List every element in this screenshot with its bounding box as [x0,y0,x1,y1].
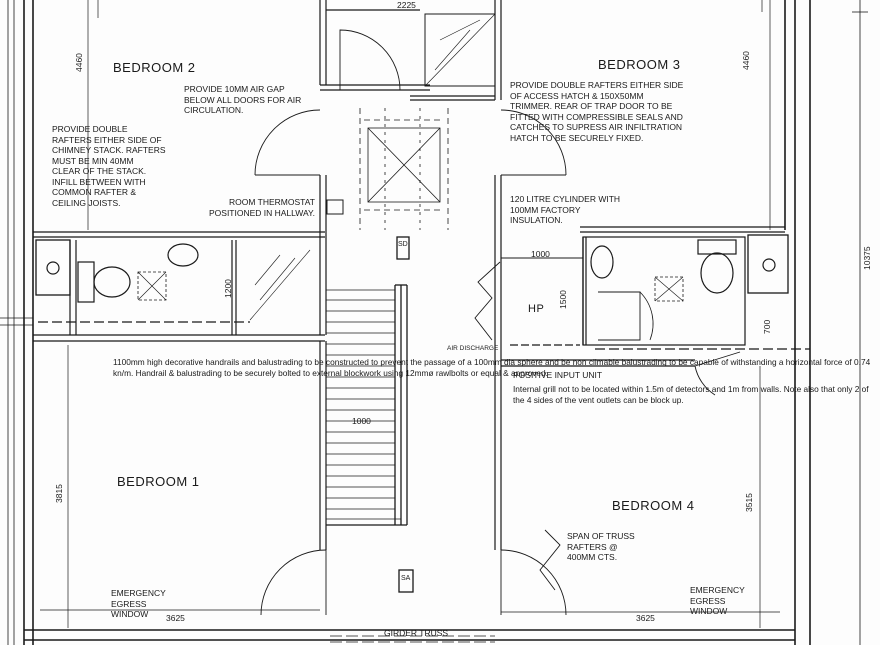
left-bathroom [33,239,327,342]
dim-overall-right: 10375 [862,246,872,270]
hot-press-label: HP [528,303,545,315]
air-gap-note: PROVIDE 10mm AIR GAP BELOW ALL DOORS FOR… [184,84,302,115]
handrails-note: 1100mm high decorative handrails and bal… [113,357,871,378]
bedroom-1-walls [40,341,327,628]
dim-bedroom-4-width: 3625 [636,613,655,623]
smoke-detector-label: SD [398,241,408,248]
chimney-rafters-note: PROVIDE DOUBLE RAFTERS EITHER SIDE OF CH… [52,124,166,208]
cylinder-note: 120 LITRE CYLINDER WITH 100mm FACTORY IN… [510,194,621,225]
piv-title: POSITIVE INPUT UNIT [513,370,603,380]
bedroom-4-door-swing-2 [500,549,567,616]
dim-cupboard-width: 1000 [531,249,550,259]
right-ensuite [474,234,810,350]
bedroom-3-label: BEDROOM 3 [598,57,681,72]
bedroom-3-door-swing [500,109,567,176]
dim-stair-width: 1000 [352,416,371,426]
bedroom-2-door-swing [254,109,321,176]
dim-bedroom-3-height: 4460 [741,51,751,70]
truss-span-arrow [539,529,561,591]
bedroom-1-door-swing [260,549,327,616]
bedroom-4-walls [494,345,780,628]
left-margin-lines [0,0,33,645]
bedroom-3-walls [494,0,785,240]
dim-bath-left: 1200 [223,279,233,298]
girder-truss-label: GIRDER TRUSS [384,628,449,638]
dim-bedroom-1-height: 3815 [54,484,64,503]
staircase [326,284,408,526]
dim-bedroom-1-width: 3625 [166,613,185,623]
dim-bedroom-2-height: 4460 [74,53,84,72]
bedroom-2-walls [33,0,327,240]
smoke-detector-icon [396,236,410,260]
dim-ensuite: 700 [762,319,772,334]
dim-top: 2225 [397,0,416,10]
stair-treads [326,299,395,510]
access-hatch-note: PROVIDE DOUBLE RAFTERS EITHER SIDE OF AC… [510,80,684,143]
bedroom-4-label: BEDROOM 4 [612,498,695,513]
right-dimension-line [852,0,868,645]
smoke-alarm-icon [398,569,414,593]
girder-truss [330,635,495,643]
thermostat-icon [326,199,344,215]
bedroom-2-label: BEDROOM 2 [113,60,196,75]
air-discharge-label: AIR DISCHARGE [447,345,499,352]
truss-span-note: SPAN OF TRUSS RAFTERS @ 400mm CTS. [567,531,635,562]
dim-hp-height: 1500 [558,290,568,309]
outer-walls [23,0,811,645]
smoke-alarm-label: SA [401,575,411,582]
piv-note: Internal grill not to be located within … [513,384,869,405]
room-thermostat-note: ROOM THERMOSTAT POSITIONED IN HALLWAY. [209,197,315,218]
bedroom-4-door-swing [694,351,741,396]
egress-window-right: EMERGENCY EGRESS WINDOW [690,585,745,616]
bedroom-1-label: BEDROOM 1 [117,474,200,489]
attic-hatch [359,108,449,230]
dim-bedroom-4-height: 3515 [744,493,754,512]
egress-window-left: EMERGENCY EGRESS WINDOW [111,588,166,619]
top-shower-block [320,0,502,101]
